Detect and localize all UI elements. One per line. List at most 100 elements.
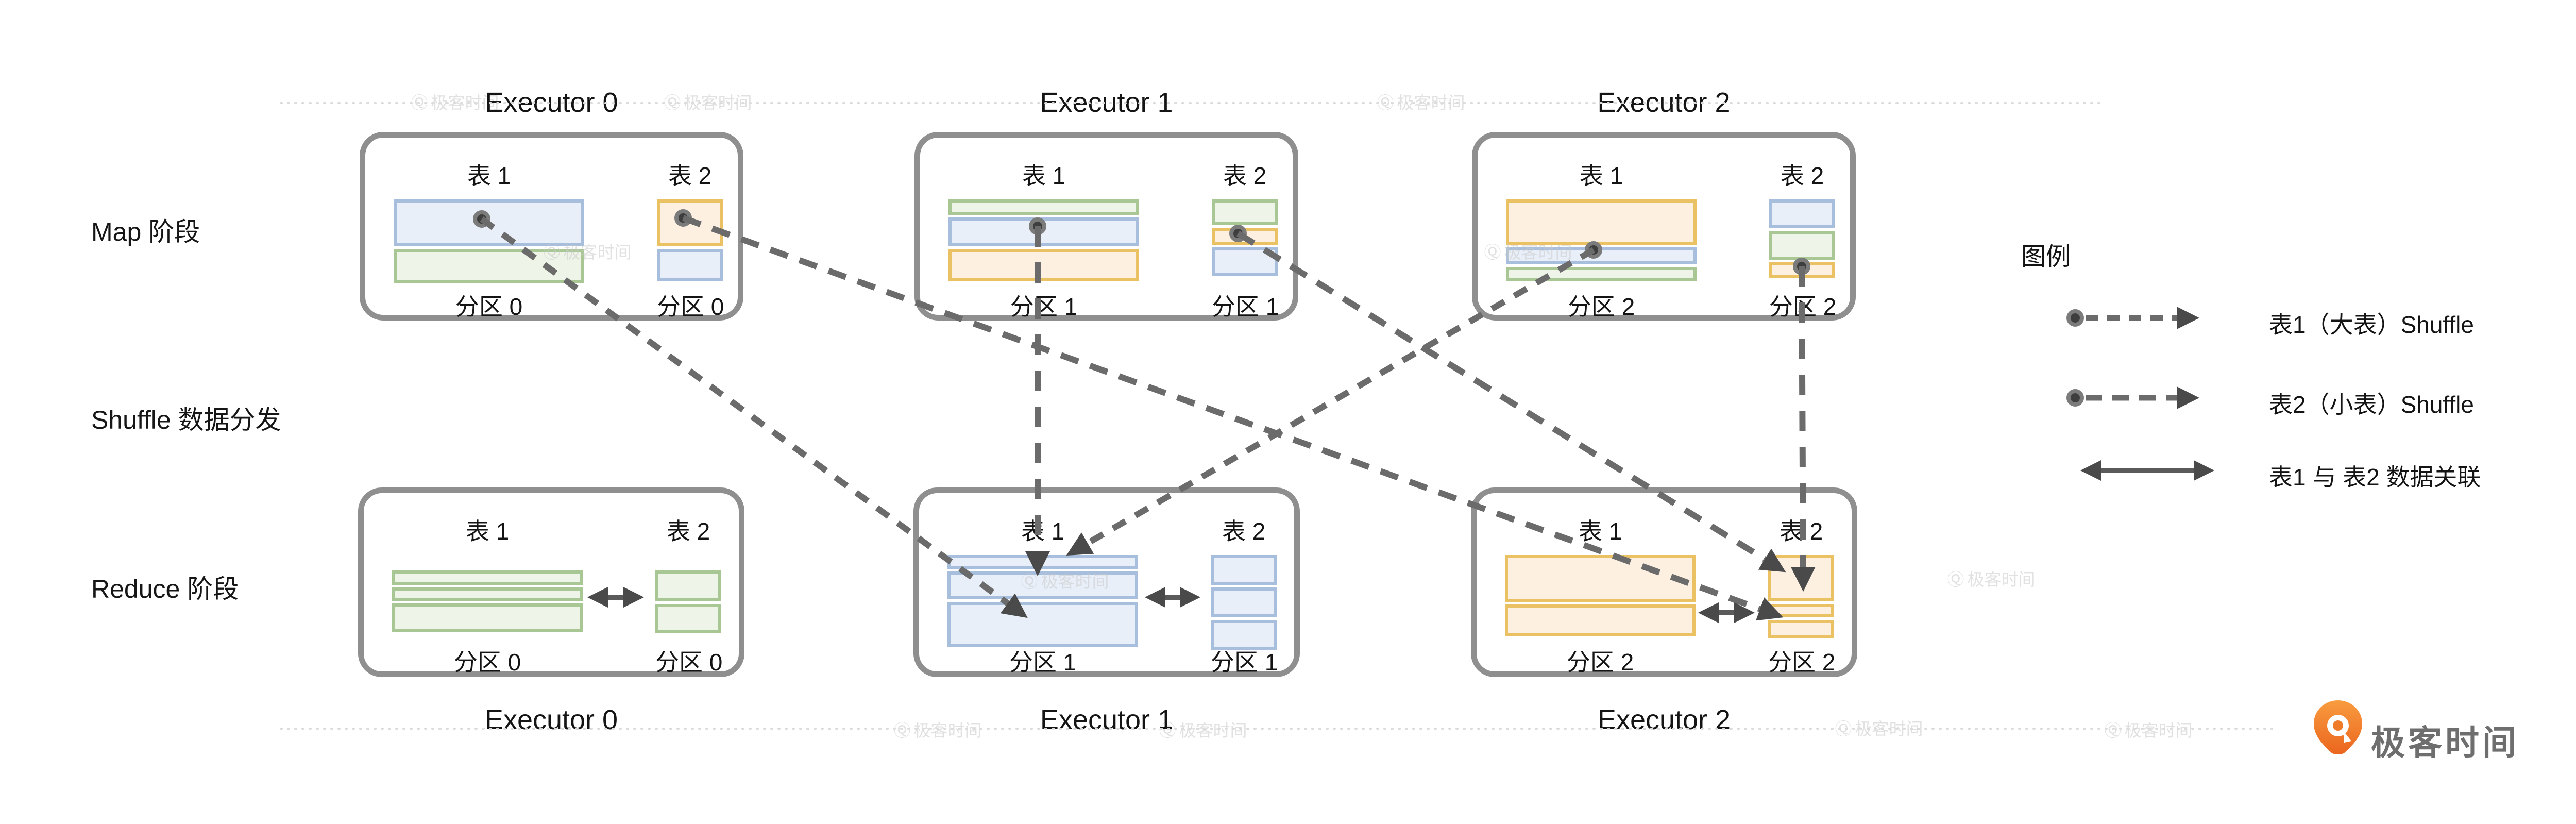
executor-box-map-1: 表 1 表 2 分区 1 分区 1 bbox=[914, 132, 1298, 321]
table2-stack bbox=[1212, 199, 1278, 276]
table-row-blue bbox=[1211, 587, 1277, 617]
partition-label: 分区 0 bbox=[657, 293, 724, 320]
table1-label: 表 1 bbox=[465, 518, 510, 545]
executor-title-bottom-2: Executor 2 bbox=[1597, 704, 1731, 735]
stage-label-map: Map 阶段 bbox=[91, 217, 200, 246]
table-row-green bbox=[655, 604, 721, 633]
partition-label: 分区 2 bbox=[1769, 293, 1837, 320]
partition-label: 分区 1 bbox=[1010, 293, 1078, 320]
table-row-green bbox=[1506, 267, 1697, 281]
executor-title-top-1: Executor 1 bbox=[1040, 87, 1173, 118]
table-row-orange bbox=[1769, 262, 1835, 278]
partition-label: 分区 0 bbox=[655, 649, 723, 676]
geektime-watermark-icon: Ⓠ bbox=[543, 243, 561, 262]
table-row-green bbox=[655, 570, 721, 601]
executor-box-reduce-0: 表 1 表 2 分区 0 分区 0 bbox=[358, 487, 744, 677]
table-row-orange bbox=[657, 199, 723, 246]
table1-label: 表 1 bbox=[1578, 518, 1622, 545]
legend-dashed-arrow-table2-icon bbox=[2066, 386, 2199, 409]
table-row-blue bbox=[1212, 247, 1278, 276]
executor-title-bottom-0: Executor 0 bbox=[484, 704, 618, 735]
table2-stack bbox=[1769, 199, 1835, 278]
geektime-watermark-icon: Ⓠ bbox=[1947, 570, 1964, 589]
table-row-orange bbox=[1768, 620, 1834, 638]
table2-stack bbox=[655, 570, 721, 633]
table1-stack bbox=[948, 199, 1139, 281]
geektime-logo-icon bbox=[2314, 700, 2362, 759]
geektime-watermark-icon: Ⓠ bbox=[1484, 243, 1501, 262]
table-row-green bbox=[392, 587, 583, 601]
executor-title-bottom-1: Executor 1 bbox=[1040, 704, 1174, 735]
partition-label: 分区 2 bbox=[1768, 649, 1836, 676]
table-row-blue bbox=[1769, 199, 1835, 228]
table2-label: 表 2 bbox=[1779, 518, 1823, 545]
geektime-watermark-icon: Ⓠ bbox=[893, 721, 911, 740]
partition-label: 分区 0 bbox=[455, 293, 523, 320]
table2-stack bbox=[1768, 555, 1834, 638]
legend-item-table1-shuffle: 表1（大表）Shuffle bbox=[2269, 311, 2474, 338]
table2-label: 表 2 bbox=[668, 162, 712, 189]
legend-item-table2-shuffle: 表2（小表）Shuffle bbox=[2269, 391, 2474, 418]
executor-title-top-0: Executor 0 bbox=[485, 87, 618, 118]
executor-box-map-0: 表 1 表 2 分区 0 分区 0 bbox=[360, 132, 743, 321]
table-row-blue bbox=[1211, 620, 1277, 650]
table-row-orange bbox=[1505, 555, 1696, 602]
geektime-logo-text: 极客时间 bbox=[2371, 724, 2519, 762]
table-row-green bbox=[948, 199, 1139, 215]
table-row-blue bbox=[1211, 555, 1277, 585]
stage-label-reduce: Reduce 阶段 bbox=[91, 575, 239, 603]
partition-label: 分区 0 bbox=[453, 649, 521, 676]
table1-label: 表 1 bbox=[1021, 518, 1065, 545]
table2-label: 表 2 bbox=[666, 518, 710, 545]
table-row-blue bbox=[947, 602, 1138, 647]
partition-label: 分区 2 bbox=[1566, 649, 1634, 676]
legend-title: 图例 bbox=[2021, 243, 2071, 271]
table2-stack bbox=[657, 199, 723, 281]
table-row-orange bbox=[1506, 199, 1697, 245]
table-row-orange bbox=[948, 249, 1139, 281]
table-row-orange bbox=[1768, 555, 1834, 601]
table-row-green bbox=[1769, 231, 1835, 260]
executor-box-reduce-2: 表 1 表 2 分区 2 分区 2 bbox=[1471, 487, 1857, 677]
table1-label: 表 1 bbox=[467, 162, 511, 189]
table1-stack bbox=[1505, 555, 1696, 636]
table2-label: 表 2 bbox=[1222, 518, 1266, 545]
table-row-orange bbox=[1505, 604, 1696, 636]
table-row-blue bbox=[948, 217, 1139, 246]
executor-box-map-2: 表 1 表 2 分区 2 分区 2 bbox=[1472, 132, 1856, 321]
partition-label: 分区 1 bbox=[1009, 649, 1077, 676]
table-row-blue bbox=[947, 555, 1138, 569]
legend-item-association: 表1 与 表2 数据关联 bbox=[2269, 464, 2481, 491]
stage-label-shuffle: Shuffle 数据分发 bbox=[91, 406, 281, 434]
geektime-watermark-icon: Ⓠ bbox=[2104, 721, 2122, 740]
table1-label: 表 1 bbox=[1579, 162, 1623, 189]
table-row-green bbox=[392, 603, 583, 632]
partition-label: 分区 1 bbox=[1211, 649, 1278, 676]
partition-label: 分区 1 bbox=[1212, 293, 1279, 320]
table-row-green bbox=[1212, 199, 1278, 225]
table2-label: 表 2 bbox=[1780, 162, 1824, 189]
table1-label: 表 1 bbox=[1022, 162, 1066, 189]
table-row-green bbox=[392, 570, 583, 585]
table-row-orange bbox=[1212, 228, 1278, 245]
partition-label: 分区 2 bbox=[1567, 293, 1635, 320]
geektime-watermark-icon: Ⓠ bbox=[1021, 572, 1038, 591]
table2-label: 表 2 bbox=[1223, 162, 1267, 189]
legend-dashed-arrow-table1-icon bbox=[2066, 307, 2199, 329]
table-row-blue bbox=[657, 249, 723, 281]
geektime-watermark-icon: Ⓠ bbox=[1159, 721, 1176, 740]
geektime-watermark-icon: Ⓠ bbox=[1377, 93, 1394, 112]
table-row-orange bbox=[1768, 604, 1834, 617]
executor-title-top-2: Executor 2 bbox=[1597, 87, 1731, 118]
table2-stack bbox=[1211, 555, 1277, 650]
